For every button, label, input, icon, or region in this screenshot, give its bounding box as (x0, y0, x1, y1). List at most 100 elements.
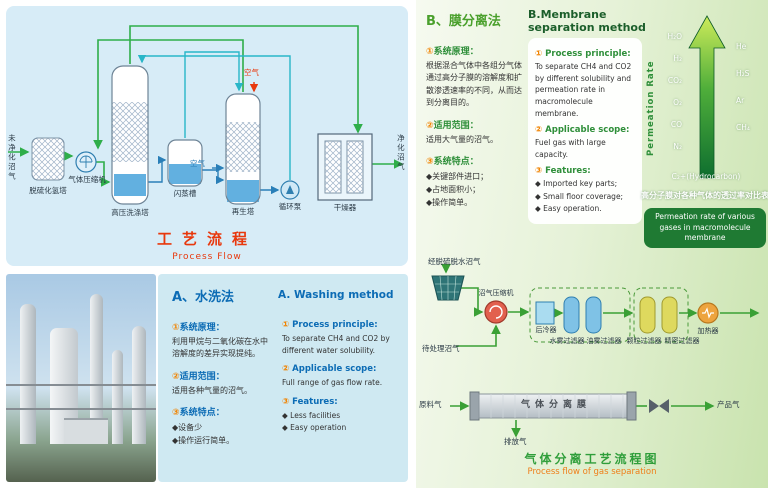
liquid-pipes (148, 155, 280, 195)
label-air-side: 空气 (190, 159, 205, 168)
washing-cn-s1-head: ①系统原理： (172, 320, 272, 333)
washing-cn-s1-body: 利用甲烷与二氧化碳在水中溶解度的差异实现提纯。 (172, 337, 268, 359)
permeation-rate-graphic: Permeation Rate H₂O H₂ CO₂ O₂ CO N₂ He H… (641, 12, 768, 248)
valve-icon (649, 399, 669, 413)
membrane-unit-shape (469, 391, 637, 421)
membrane-en-s1-body: To separate CH4 and CO2 by different sol… (535, 62, 632, 118)
membrane-cn-s3-head: ③系统特点： (426, 154, 526, 167)
label-biogas-compressor: 沼气压缩机 (478, 289, 514, 297)
membrane-cn-s2-body: 适用大气量的沼气。 (426, 134, 498, 144)
oil-filter-shape (585, 296, 602, 334)
head-text: Features: (542, 166, 591, 177)
membrane-en-s2-head: ② Applicable scope: (535, 125, 635, 135)
circled-number: ① (172, 323, 180, 333)
membrane-title-en: B.Membrane separation method (528, 8, 646, 34)
washing-en-column: ① Process principle: To separate CH4 and… (282, 312, 400, 435)
biogas-compressor-shape (484, 300, 508, 324)
gas-label: CO₂ (667, 76, 682, 85)
washing-en-s3-head: ③ Features: (282, 397, 400, 407)
head-text: Process principle: (289, 320, 378, 330)
head-text: 系统特点： (433, 156, 479, 167)
gas-label: N₂ (673, 142, 682, 151)
gas-label: C₂+(Hydrocarbon) (671, 172, 741, 181)
flash-tank-shape (167, 139, 203, 187)
washing-cn-s2-body: 适用各种气量的沼气。 (172, 385, 252, 395)
head-text: Features: (289, 396, 338, 407)
label-compressor: 气体压缩机 (68, 175, 106, 184)
permeation-caption-en: Permeation rate of various gases in macr… (644, 208, 766, 248)
head-text: Process principle: (542, 49, 631, 59)
membrane-en-feature: ◆ Small floor coverage; (535, 191, 624, 201)
permeation-arrow-icon (688, 15, 726, 179)
circled-number: ② (426, 120, 434, 131)
label-flash-tank: 闪蒸槽 (173, 189, 197, 198)
process-flow-diagram (8, 25, 404, 205)
membrane-cn-column: ①系统原理： 根据混合气体中各组分气体通过高分子膜的溶解度和扩散渗透速率的不同，… (426, 36, 526, 210)
washing-en-s2-body: Full range of gas flow rate. (282, 378, 383, 388)
washing-cn-column: ①系统原理： 利用甲烷与二氧化碳在水中溶解度的差异实现提纯。 ②适用范围： 适用… (172, 312, 272, 448)
label-membrane-unit: 气体分离膜 (520, 400, 591, 410)
washing-en-feature: ◆ Easy operation (282, 423, 347, 433)
label-particle-filter: 颗粒过滤器 (626, 337, 662, 345)
fine-filter-shape (661, 296, 678, 334)
label-pump: 循环泵 (278, 202, 302, 211)
gas-label: Ar (736, 96, 745, 105)
washing-title-en: A. Washing method (278, 289, 394, 301)
label-cooler: 后冷器 (535, 326, 557, 334)
cooler-shape (535, 301, 555, 325)
head-text: 系统特点： (179, 408, 225, 419)
plant-photo (6, 274, 156, 482)
label-dryer: 干燥器 (333, 203, 357, 212)
label-water-filter: 水雾过滤器 (549, 337, 585, 345)
head-text: 适用范围： (179, 371, 225, 382)
circled-number: ① (282, 320, 290, 330)
process-flow-title: 工艺流程 Process Flow (6, 228, 408, 262)
label-product-gas: 产品气 (717, 400, 740, 409)
circled-number: ① (535, 49, 543, 59)
washing-cn-feature: ◆设备少 (172, 423, 203, 433)
washing-cn-feature: ◆操作运行简单。 (172, 436, 235, 446)
label-raw-biogas: 未净化沼气 (7, 134, 17, 182)
membrane-title-cn: B、膜分离法 (426, 14, 501, 29)
separation-pipes (441, 264, 760, 438)
gas-label: H₂O (667, 32, 682, 41)
washing-en-s1-body: To separate CH4 and CO2 by different wat… (282, 334, 390, 355)
photo-pipe-rack (6, 384, 156, 386)
dryer-shape (317, 133, 373, 201)
particle-filter-shape (639, 296, 656, 334)
gas-label: He (736, 42, 747, 51)
membrane-en-box: ① Process principle: To separate CH4 and… (528, 38, 642, 224)
label-biogas-to-treat: 待处理沼气 (422, 344, 460, 353)
process-flow-title-cn: 工艺流程 (156, 230, 257, 248)
label-exhaust-gas: 排放气 (504, 437, 527, 446)
head-text: 适用范围： (433, 120, 479, 131)
membrane-cn-feature: ◆占地面积小； (426, 185, 481, 195)
head-text: 系统原理： (433, 47, 479, 57)
water-filter-shape (563, 296, 580, 334)
head-text: Applicable scope: (542, 125, 630, 136)
washing-en-feature: ◆ Less facilities (282, 410, 341, 420)
circled-number: ③ (535, 166, 543, 177)
membrane-en-feature: ◆ Easy operation. (535, 204, 602, 214)
filter-group-1-box (529, 287, 631, 343)
water-return-pipes (137, 51, 291, 180)
circled-number: ① (426, 47, 434, 57)
washing-method-panel: A、水洗法 A. Washing method ①系统原理： 利用甲烷与二氧化碳… (158, 274, 408, 482)
circled-number: ② (282, 364, 290, 375)
circled-number: ③ (426, 156, 434, 167)
wash-tower-shape (111, 65, 149, 205)
membrane-title-en-line2: separation method (528, 21, 646, 35)
gas-label: H₂S (736, 69, 750, 78)
gas-label: O₂ (673, 98, 682, 107)
label-regen-tower: 再生塔 (231, 207, 255, 216)
gas-label: CO (670, 120, 682, 129)
membrane-title-en-line1: B.Membrane (528, 8, 607, 21)
separation-flow-title-cn: 气体分离工艺流程图 (524, 452, 660, 466)
label-desulf-tower: 脱硫化氢塔 (29, 186, 67, 195)
circled-number: ② (535, 125, 543, 136)
head-text: 系统原理： (179, 323, 225, 333)
circled-number: ③ (282, 396, 290, 407)
regen-tower-shape (225, 93, 261, 205)
filter-group-2-box (633, 287, 689, 343)
photo-building (64, 418, 108, 444)
